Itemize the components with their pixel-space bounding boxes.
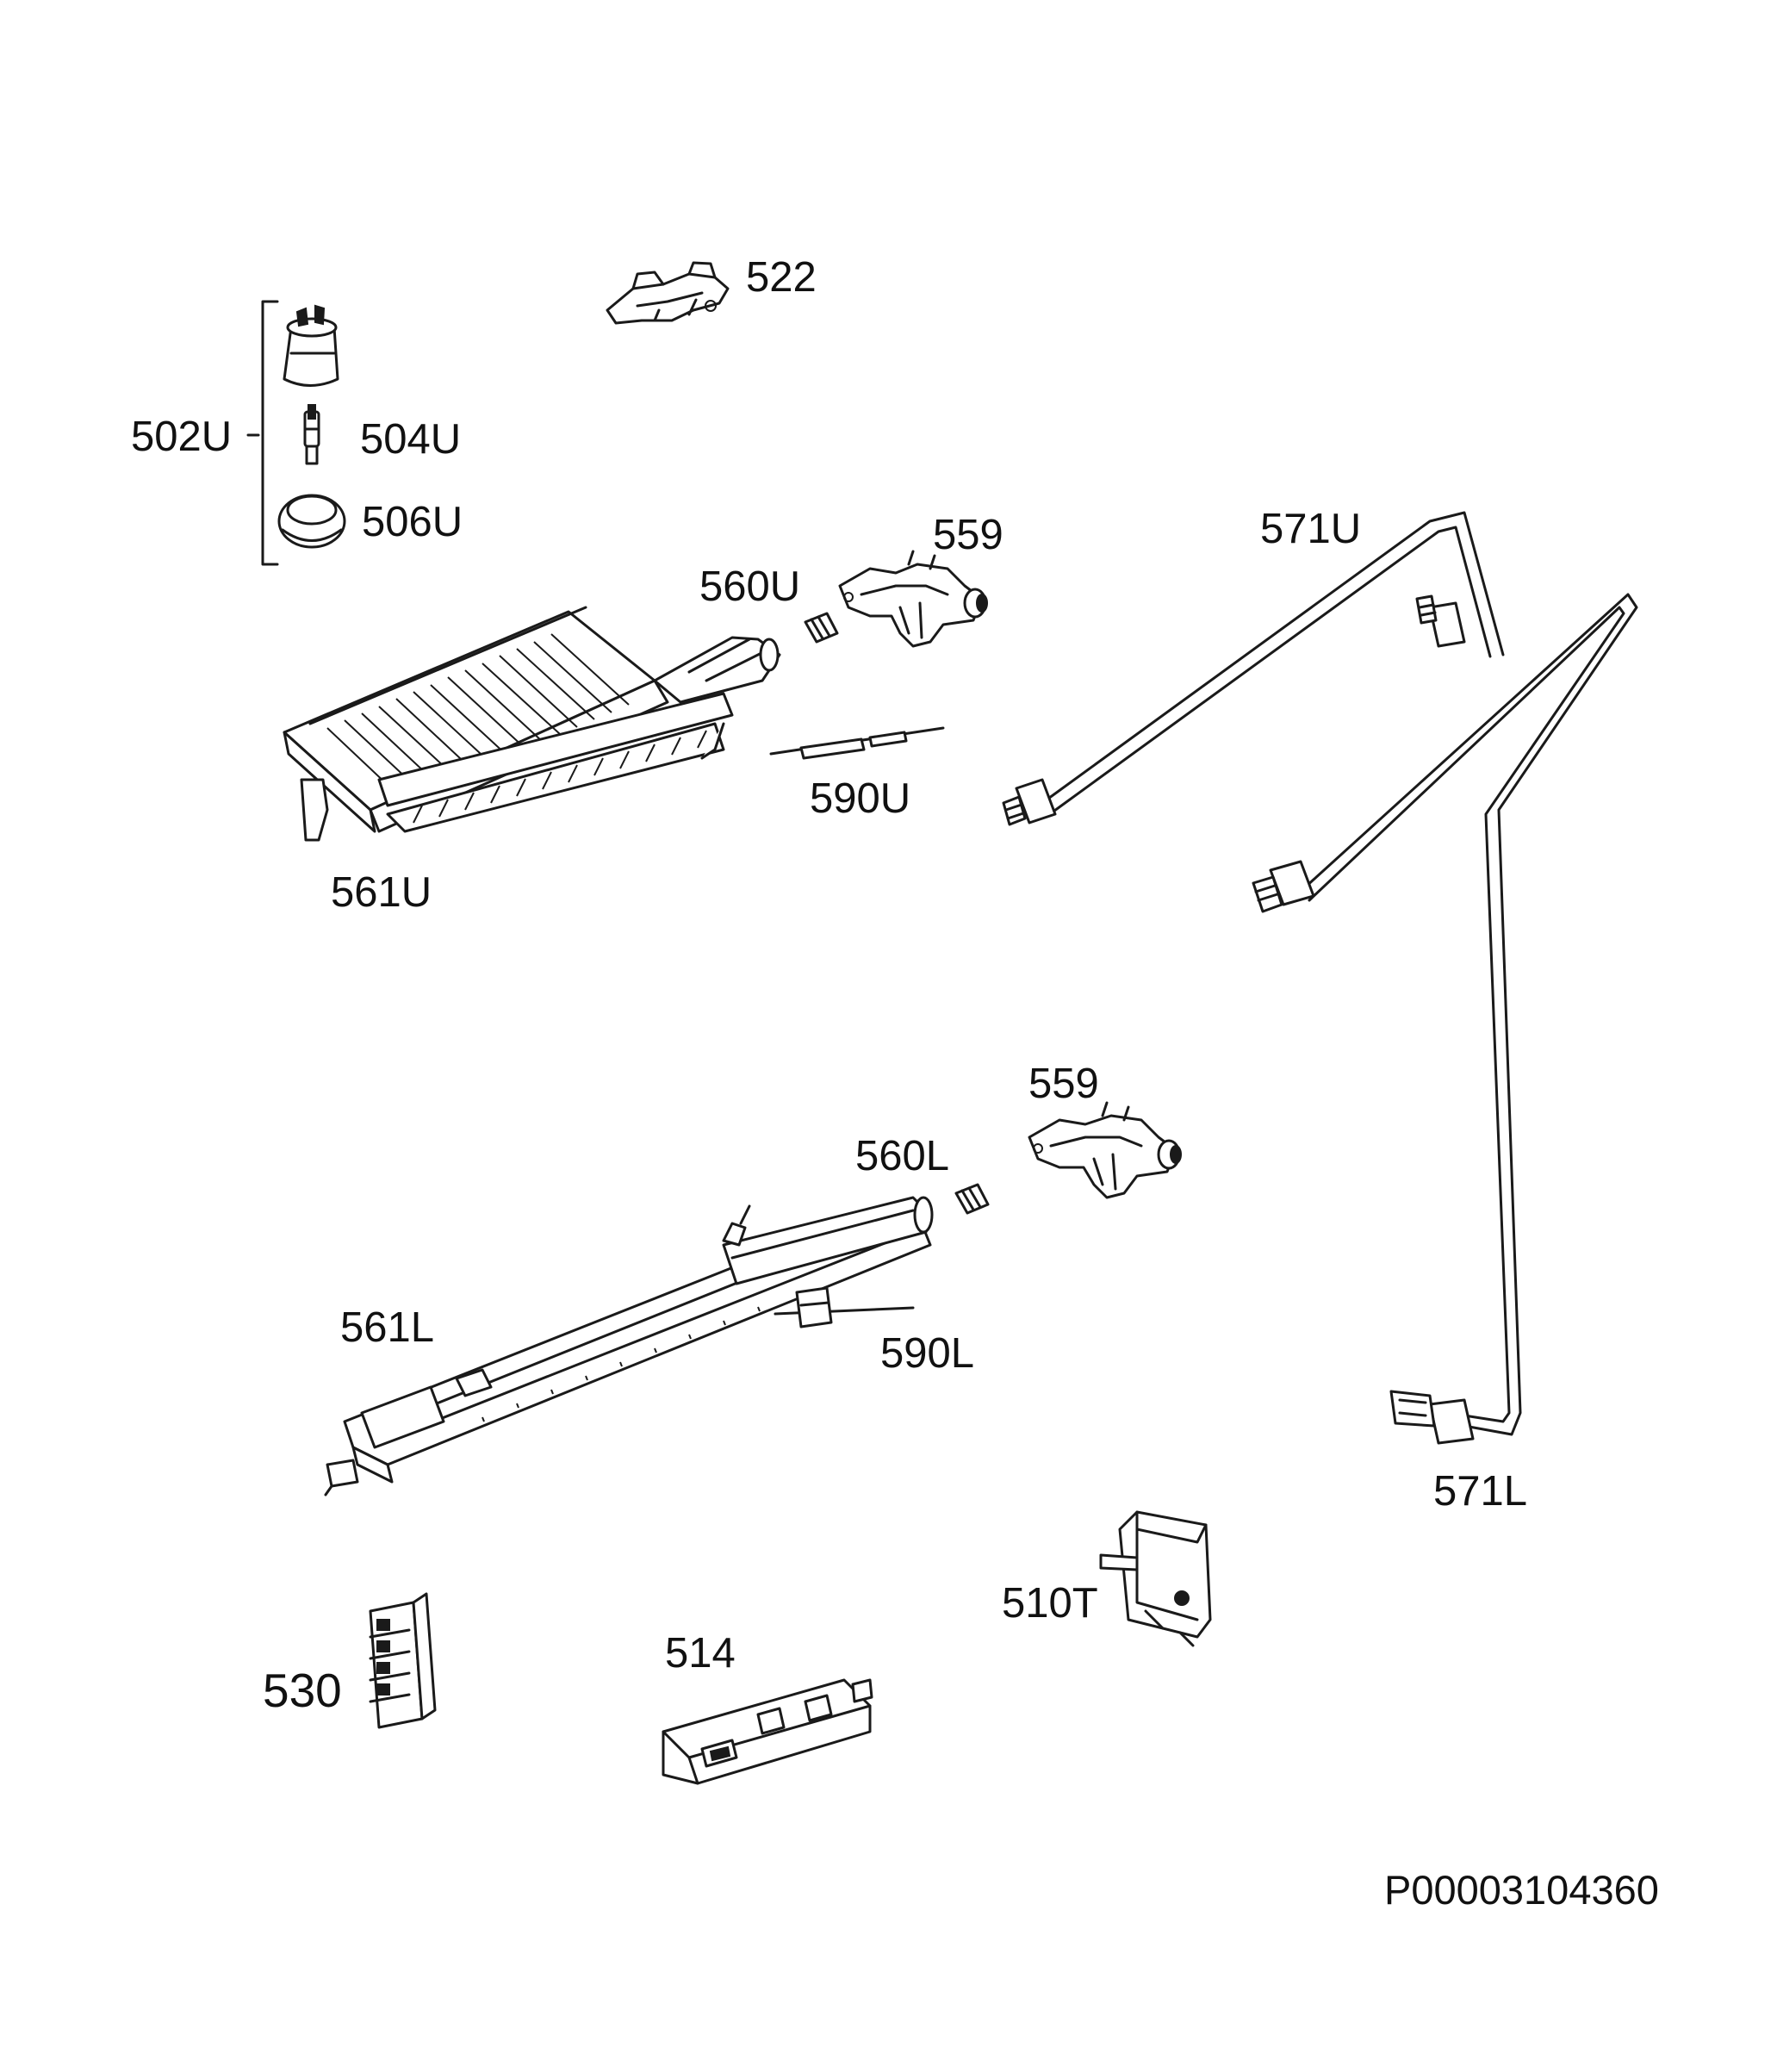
label-510T: 510T — [1002, 1580, 1098, 1627]
part-502U-knob — [283, 304, 339, 387]
label-560U: 560U — [699, 563, 801, 610]
part-522-bracket — [606, 261, 730, 325]
part-571U-pipe — [1002, 511, 1505, 826]
part-560U-jet — [804, 612, 839, 644]
part-559-lower-valve — [1028, 1101, 1182, 1199]
part-590U-probe — [769, 726, 945, 760]
bracket-502U — [246, 300, 279, 566]
label-559-upper: 559 — [933, 512, 1003, 558]
part-504U-spindle — [303, 404, 320, 465]
part-561U-burner — [283, 606, 781, 842]
part-571L-pipe — [1252, 593, 1638, 1445]
label-571U: 571U — [1260, 506, 1362, 552]
label-522: 522 — [746, 254, 817, 301]
label-514: 514 — [665, 1630, 736, 1677]
label-530: 530 — [263, 1664, 342, 1717]
label-590L: 590L — [880, 1330, 975, 1377]
label-561U: 561U — [331, 869, 432, 916]
part-559-upper-valve — [838, 550, 988, 648]
drawing-code: P00003104360 — [1384, 1867, 1659, 1913]
part-560L-jet — [954, 1183, 990, 1215]
part-510T-thermostat — [1099, 1510, 1212, 1647]
label-504U: 504U — [360, 416, 462, 463]
label-506U: 506U — [362, 499, 463, 545]
label-590U: 590U — [810, 775, 911, 822]
label-560L: 560L — [855, 1133, 950, 1179]
part-530-terminal-block — [369, 1592, 437, 1729]
label-502U: 502U — [131, 414, 233, 460]
part-506U-bezel — [277, 494, 346, 549]
part-514-ignition-module — [662, 1678, 873, 1785]
label-571L: 571L — [1433, 1468, 1528, 1515]
label-559-lower: 559 — [1028, 1061, 1099, 1107]
part-561L-burner — [324, 1196, 934, 1496]
part-590L-probe — [774, 1286, 915, 1328]
label-561L: 561L — [340, 1304, 435, 1351]
